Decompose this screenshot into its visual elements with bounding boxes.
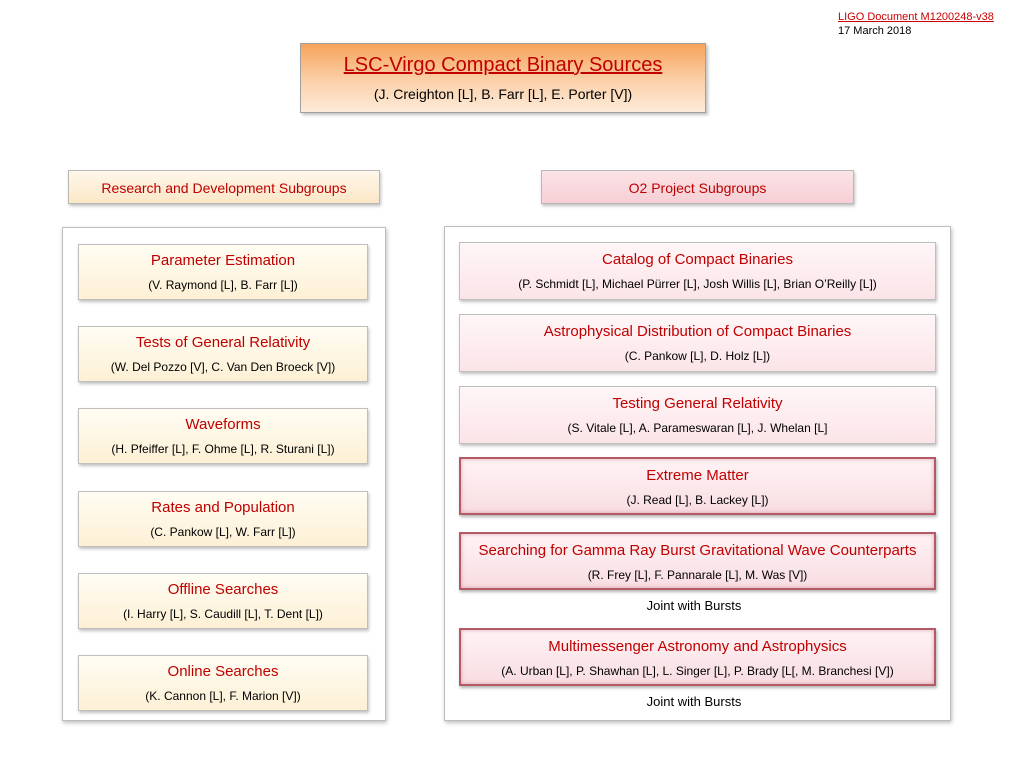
o2-group-grb-counterparts: Searching for Gamma Ray Burst Gravitatio… xyxy=(459,532,936,590)
group-name: Extreme Matter xyxy=(646,467,749,484)
joint-note: Joint with Bursts xyxy=(646,694,742,709)
group-name: Online Searches xyxy=(167,663,279,680)
group-members: (I. Harry [L], S. Caudill [L], T. Dent [… xyxy=(123,607,323,621)
o2-group-astro-distribution: Astrophysical Distribution of Compact Bi… xyxy=(459,314,936,372)
rd-group-parameter-estimation: Parameter Estimation (V. Raymond [L], B.… xyxy=(78,244,368,300)
document-date: 17 March 2018 xyxy=(838,25,912,37)
group-name: Multimessenger Astronomy and Astrophysic… xyxy=(548,638,847,655)
o2-group-catalog: Catalog of Compact Binaries (P. Schmidt … xyxy=(459,242,936,300)
group-name: Searching for Gamma Ray Burst Gravitatio… xyxy=(478,542,917,559)
group-name: Catalog of Compact Binaries xyxy=(602,251,793,268)
group-name: Astrophysical Distribution of Compact Bi… xyxy=(543,323,852,340)
rd-panel xyxy=(62,227,386,721)
group-members: (H. Pfeiffer [L], F. Ohme [L], R. Sturan… xyxy=(111,442,335,456)
group-name: Testing General Relativity xyxy=(612,395,783,412)
group-name: Offline Searches xyxy=(167,581,279,598)
rd-section-header: Research and Development Subgroups xyxy=(68,170,380,204)
rd-group-waveforms: Waveforms (H. Pfeiffer [L], F. Ohme [L],… xyxy=(78,408,368,464)
title-chairs: (J. Creighton [L], B. Farr [L], E. Porte… xyxy=(373,86,633,102)
o2-section-header: O2 Project Subgroups xyxy=(541,170,854,204)
group-members: (C. Pankow [L], W. Farr [L]) xyxy=(150,525,296,539)
rd-group-online-searches: Online Searches (K. Cannon [L], F. Mario… xyxy=(78,655,368,711)
o2-group-extreme-matter: Extreme Matter (J. Read [L], B. Lackey [… xyxy=(459,457,936,515)
group-name: Rates and Population xyxy=(151,499,295,516)
group-members: (J. Read [L], B. Lackey [L]) xyxy=(626,493,769,507)
group-members: (V. Raymond [L], B. Farr [L]) xyxy=(148,278,298,292)
group-members: (A. Urban [L], P. Shawhan [L], L. Singer… xyxy=(501,664,894,678)
group-members: (W. Del Pozzo [V], C. Van Den Broeck [V]… xyxy=(110,360,336,374)
document-id: LIGO Document M1200248-v38 xyxy=(838,11,994,23)
group-members: (C. Pankow [L], D. Holz [L]) xyxy=(624,349,771,363)
group-name: Parameter Estimation xyxy=(150,252,296,269)
joint-note: Joint with Bursts xyxy=(646,598,742,613)
group-members: (R. Frey [L], F. Pannarale [L], M. Was [… xyxy=(587,568,808,582)
rd-group-rates-population: Rates and Population (C. Pankow [L], W. … xyxy=(78,491,368,547)
rd-group-tests-of-gr: Tests of General Relativity (W. Del Pozz… xyxy=(78,326,368,382)
title-box: LSC-Virgo Compact Binary Sources (J. Cre… xyxy=(300,43,706,113)
rd-group-offline-searches: Offline Searches (I. Harry [L], S. Caudi… xyxy=(78,573,368,629)
o2-group-multimessenger: Multimessenger Astronomy and Astrophysic… xyxy=(459,628,936,686)
group-name: Tests of General Relativity xyxy=(135,334,311,351)
group-name: Waveforms xyxy=(185,416,261,433)
group-members: (S. Vitale [L], A. Parameswaran [L], J. … xyxy=(567,421,828,435)
group-members: (K. Cannon [L], F. Marion [V]) xyxy=(145,689,301,703)
o2-group-testing-gr: Testing General Relativity (S. Vitale [L… xyxy=(459,386,936,444)
group-members: (P. Schmidt [L], Michael Pürrer [L], Jos… xyxy=(518,277,877,291)
page-title: LSC-Virgo Compact Binary Sources xyxy=(343,54,663,76)
